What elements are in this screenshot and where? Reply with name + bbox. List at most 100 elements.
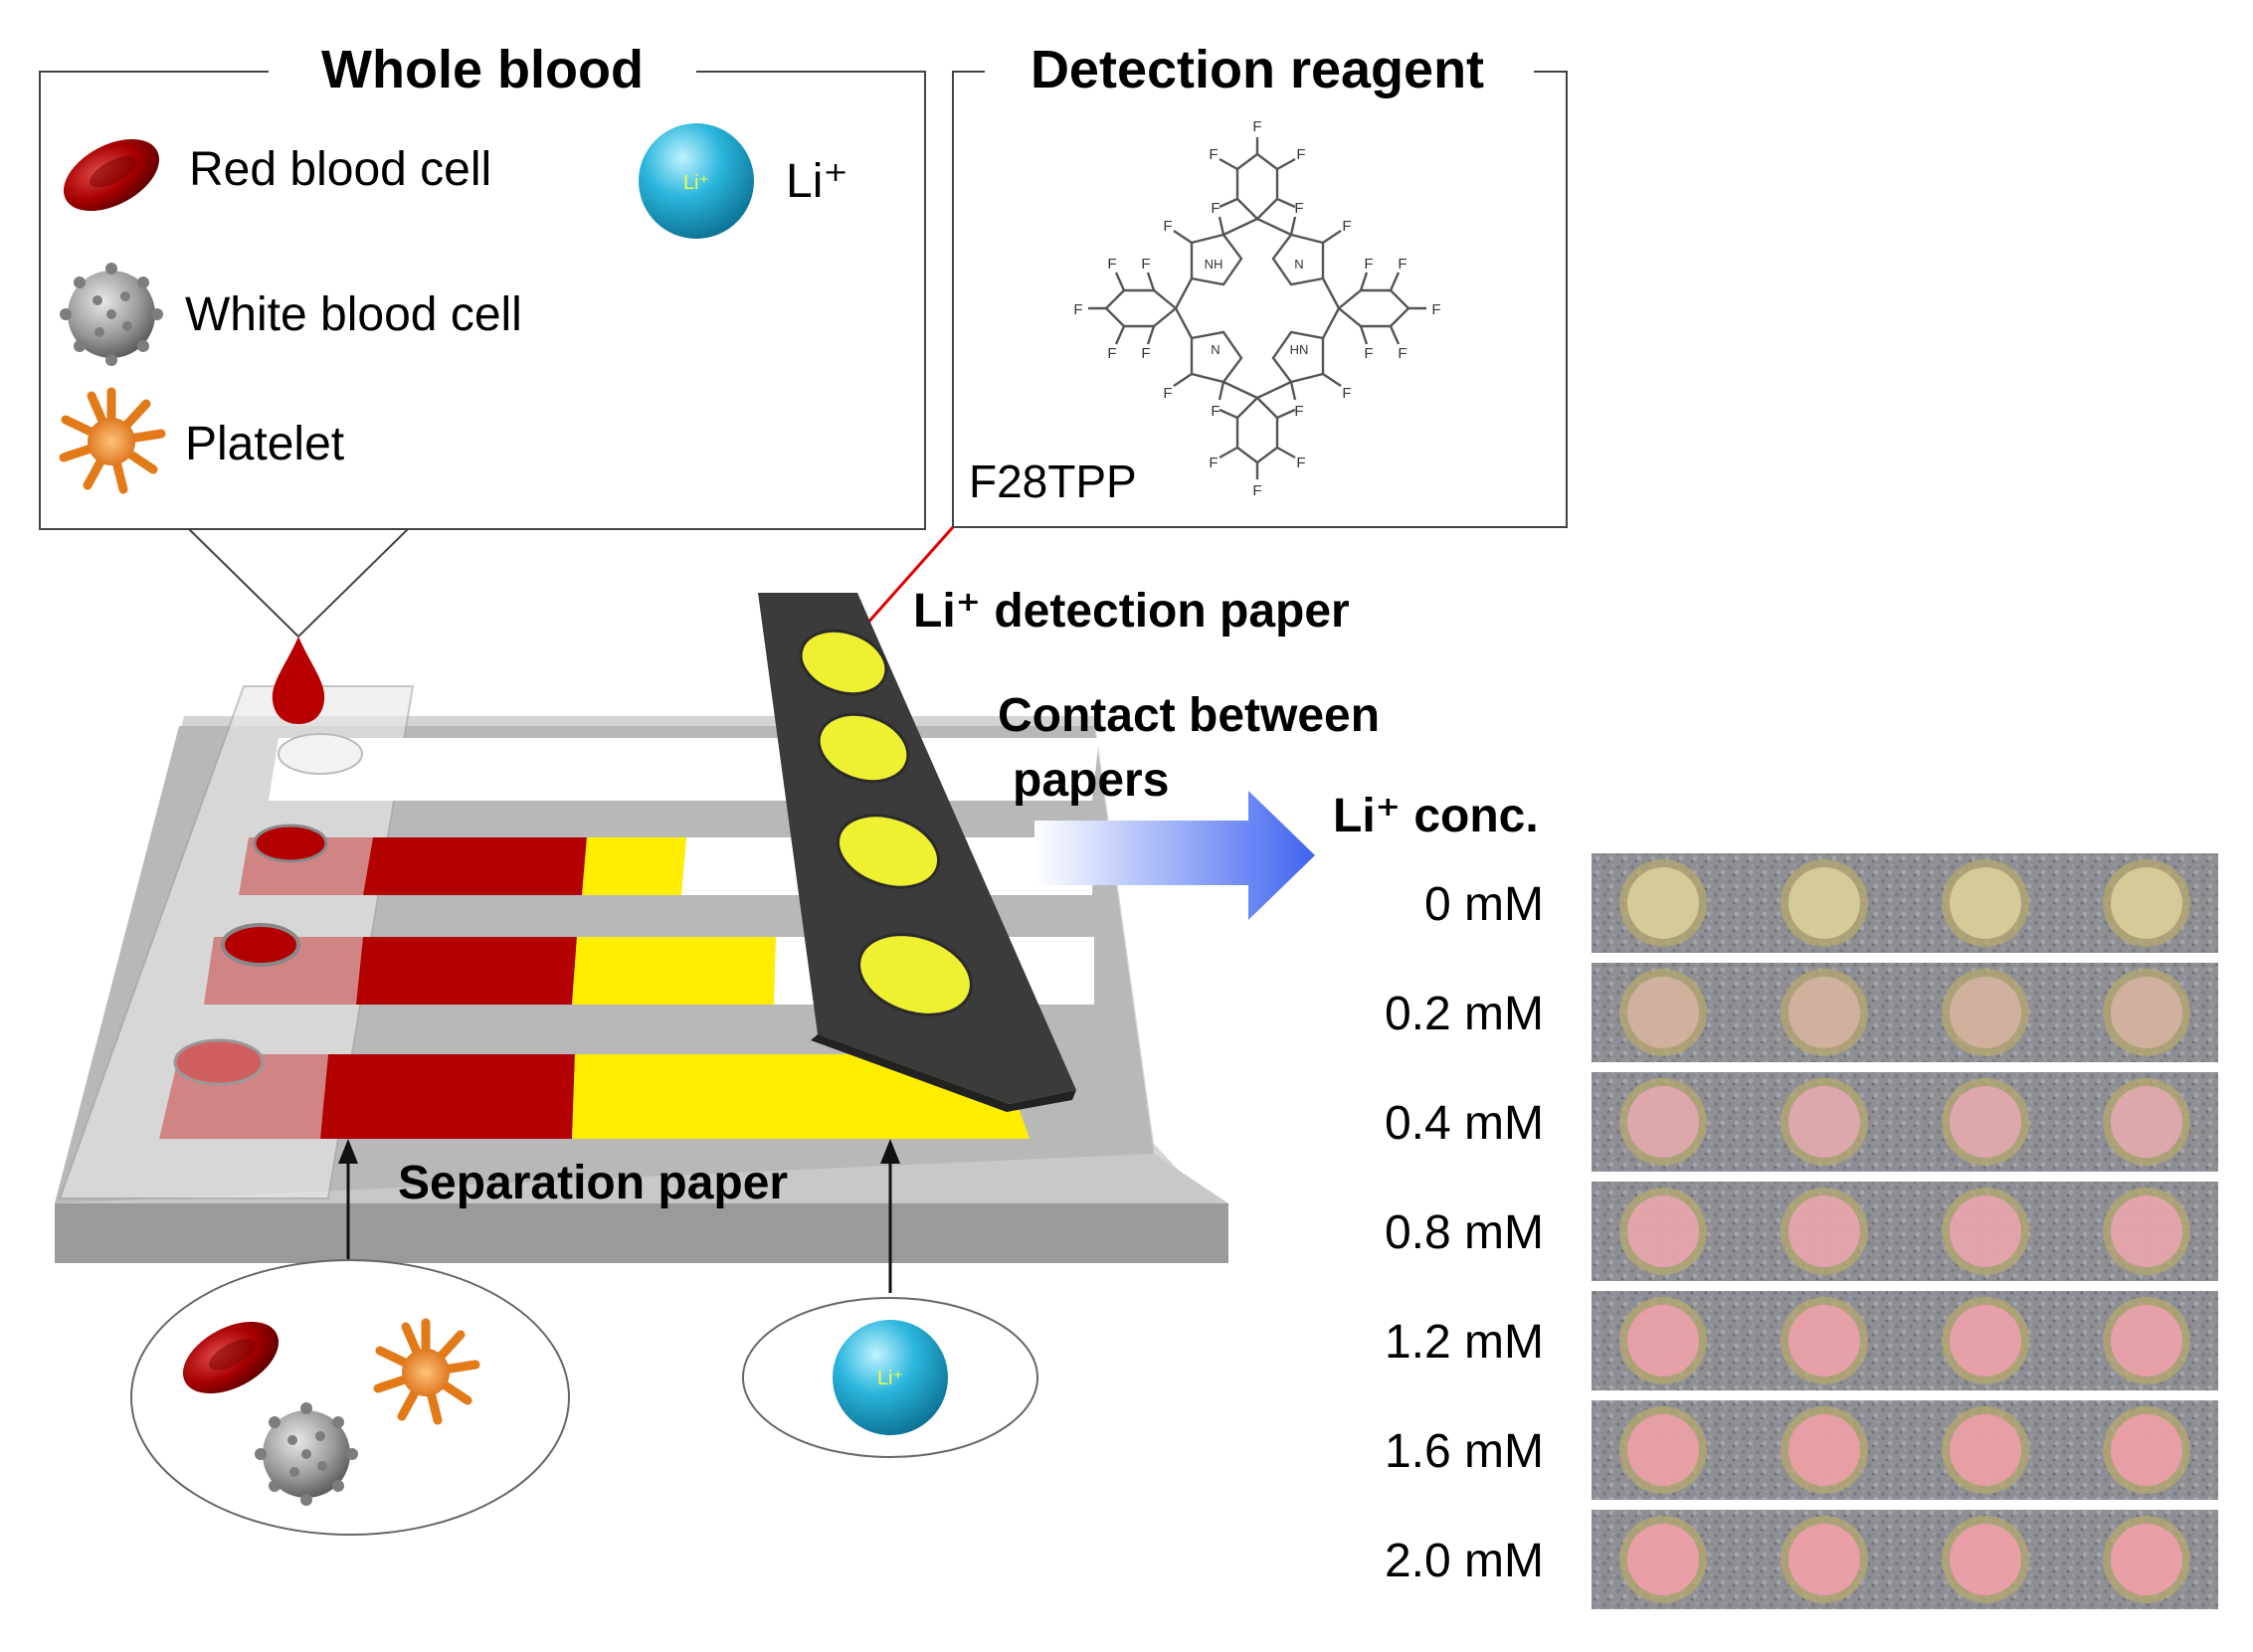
atom-f: F <box>1211 403 1220 420</box>
result-spot <box>1627 867 1699 939</box>
red-blood-cell-icon <box>52 124 171 226</box>
atom-f: F <box>1141 256 1150 273</box>
atom-f: F <box>1296 455 1305 471</box>
reagent-pointer-arrow <box>855 526 955 636</box>
result-spot <box>1627 1524 1699 1595</box>
result-spot <box>1950 1195 2021 1267</box>
result-row: 2.0 mM <box>1385 1510 2218 1609</box>
blood-drop-icon <box>272 637 325 724</box>
detection-paper-label: Li⁺ detection paper <box>913 585 1350 638</box>
result-spot <box>1627 1414 1699 1486</box>
cells-bubble <box>130 1259 570 1536</box>
result-spot <box>2111 867 2182 939</box>
atom-f: F <box>1294 403 1303 420</box>
result-spot <box>1950 867 2021 939</box>
result-spot <box>1788 977 1860 1048</box>
result-spot <box>1788 1524 1860 1595</box>
atom-f: F <box>1209 146 1218 163</box>
atom-f: F <box>1364 256 1373 273</box>
result-spot <box>1950 977 2021 1048</box>
result-row: 1.6 mM <box>1385 1400 2218 1500</box>
atom-f: F <box>1163 385 1172 402</box>
result-row: 1.2 mM <box>1385 1291 2218 1390</box>
atom-f: F <box>1141 345 1150 362</box>
whole-blood-box <box>39 71 926 530</box>
atom-f: F <box>1364 345 1373 362</box>
result-spot <box>1627 1195 1699 1267</box>
result-spot <box>2111 1524 2182 1595</box>
li-ion-label: Li⁺ <box>786 155 848 208</box>
contact-arrow <box>1034 791 1315 920</box>
blood-callout-lines <box>188 528 409 638</box>
concentration-label: 0 mM <box>1424 878 1544 931</box>
atom-f: F <box>1294 200 1303 217</box>
atom-f: F <box>1209 455 1218 471</box>
result-spot <box>1627 1086 1699 1158</box>
compound-name: F28TPP <box>969 456 1137 507</box>
result-row: 0.8 mM <box>1385 1182 2218 1281</box>
concentration-label: 0.8 mM <box>1385 1206 1544 1259</box>
result-row: 0.4 mM <box>1385 1072 2218 1172</box>
result-spot <box>1788 1414 1860 1486</box>
results-header: Li⁺ conc. <box>1333 790 1539 842</box>
atom-f: F <box>1163 218 1172 235</box>
result-spot <box>1788 1086 1860 1158</box>
concentration-label: 1.2 mM <box>1385 1316 1544 1369</box>
platelet-label: Platelet <box>185 418 344 470</box>
atom-f: F <box>1398 256 1407 273</box>
f28tpp-structure <box>1088 137 1426 479</box>
result-row: 0.2 mM <box>1385 963 2218 1062</box>
result-spot <box>2111 1086 2182 1158</box>
result-spot <box>1950 1086 2021 1158</box>
concentration-label: 0.4 mM <box>1385 1097 1544 1150</box>
li-ion-icon-symbol: Li⁺ <box>877 1368 903 1389</box>
atom-f: F <box>1252 118 1261 135</box>
result-spot <box>2111 1195 2182 1267</box>
li-ion-icon: Li⁺ <box>833 1320 948 1435</box>
sample-wells <box>173 733 363 1086</box>
atom-nh: NH <box>1205 257 1223 272</box>
atom-f: F <box>1342 385 1351 402</box>
li-ion-icon-symbol: Li⁺ <box>683 172 709 194</box>
result-spot <box>1788 1305 1860 1377</box>
atom-n: N <box>1294 257 1303 272</box>
concentration-label: 2.0 mM <box>1385 1535 1544 1587</box>
result-spot <box>2111 1305 2182 1377</box>
result-spot <box>1950 1524 2021 1595</box>
atom-f: F <box>1296 146 1305 163</box>
concentration-label: 0.2 mM <box>1385 988 1544 1040</box>
whole-blood-title: Whole blood <box>321 40 644 99</box>
atom-hn: HN <box>1290 342 1309 357</box>
results-rows: 0 mM 0.2 mM 0.4 mM 0.8 mM 1.2 mM 1.6 mM 2.0 mM <box>1385 853 2218 1609</box>
detection-reagent-box <box>952 71 1568 528</box>
detection-reagent-title: Detection reagent <box>1031 40 1484 99</box>
result-spot <box>2111 1414 2182 1486</box>
result-spot <box>1627 1305 1699 1377</box>
contact-label-line1: Contact between <box>998 689 1380 742</box>
atom-f: F <box>1431 301 1440 318</box>
contact-label-line2: papers <box>1013 754 1169 807</box>
white-blood-cell-label: White blood cell <box>185 288 522 341</box>
separation-paper-label: Separation paper <box>398 1157 788 1209</box>
atom-f: F <box>1398 345 1407 362</box>
atom-f: F <box>1211 200 1220 217</box>
detection-spots <box>799 629 973 1016</box>
li-ion-icon: Li⁺ <box>639 123 754 239</box>
concentration-label: 1.6 mM <box>1385 1425 1544 1478</box>
atom-f: F <box>1107 345 1116 362</box>
red-blood-cell-label: Red blood cell <box>189 143 491 196</box>
result-spot <box>1627 977 1699 1048</box>
result-spot <box>2111 977 2182 1048</box>
atom-f: F <box>1252 482 1261 499</box>
result-row: 0 mM <box>1424 853 2218 953</box>
atom-f: F <box>1073 301 1082 318</box>
result-spot <box>1950 1414 2021 1486</box>
white-blood-cell-icon <box>60 263 163 366</box>
atom-f: F <box>1107 256 1116 273</box>
atom-f: F <box>1342 218 1351 235</box>
atom-n: N <box>1211 342 1220 357</box>
result-spot <box>1950 1305 2021 1377</box>
result-spot <box>1788 867 1860 939</box>
